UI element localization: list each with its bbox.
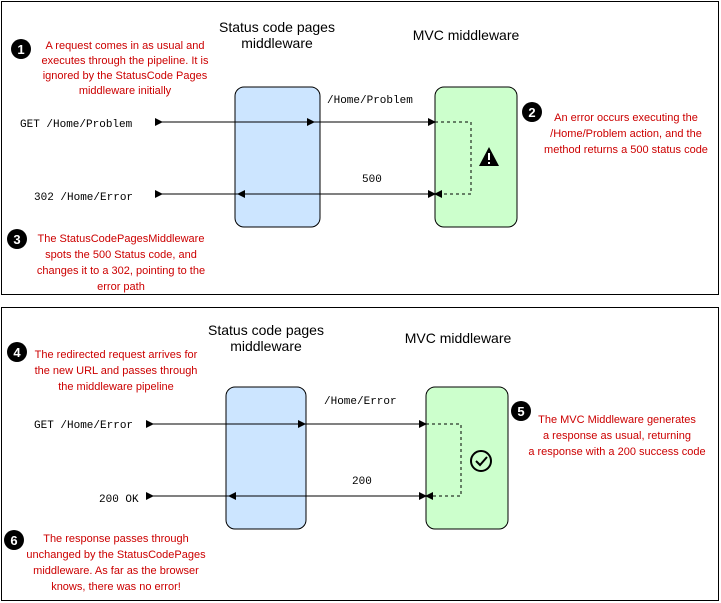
note-3: The StatusCodePagesMiddleware spots the … [37,233,205,293]
panel-2-diagram: Status code pages middleware MVC middlew… [4,322,706,593]
status-middleware-box [225,386,307,530]
step-badge-2-number: 2 [528,105,535,120]
svg-text:the new URL and passes through: the new URL and passes through [35,365,198,377]
svg-text:/Home/Problem action, and the: /Home/Problem action, and the [550,128,702,140]
svg-text:An error occurs executing the: An error occurs executing the [554,112,698,124]
svg-text:method returns a 500 status co: method returns a 500 status code [544,144,708,156]
check-circle-icon [470,450,492,472]
response-path-label: 200 OK [99,494,139,506]
panel-redirected-request: Status code pages middleware MVC middlew… [1,307,719,601]
svg-text:a response with a 200 success: a response with a 200 success code [528,446,705,458]
svg-text:changes it to a 302, pointing: changes it to a 302, pointing to the [37,265,205,277]
svg-text:error path: error path [97,281,145,293]
step-badge-5-number: 5 [517,404,524,419]
step-badge-6 [4,530,24,550]
svg-text:The MVC Middleware generates: The MVC Middleware generates [538,414,696,426]
svg-text:the middleware pipeline: the middleware pipeline [58,381,174,393]
svg-text:executes through the pipeline.: executes through the pipeline. It is [42,55,209,67]
svg-text:The redirected request arrives: The redirected request arrives for [35,349,198,361]
step-badge-4 [7,342,27,362]
svg-text:a response as usual, returning: a response as usual, returning [543,430,691,442]
request-path-label: GET /Home/Problem [20,119,133,131]
step-badge-4-number: 4 [13,345,21,360]
status-middleware-box [234,86,321,228]
request-path-label: GET /Home/Error [34,420,133,432]
warning-icon [479,147,499,166]
svg-text:middleware. As far as the brow: middleware. As far as the browser [33,565,199,577]
svg-text:The StatusCodePagesMiddleware: The StatusCodePagesMiddleware [38,233,205,245]
step-badge-6-number: 6 [10,533,17,548]
step-badge-2 [522,102,542,122]
status-middleware-title-line1: Status code pages [219,19,335,35]
status-middleware-title-line2: middleware [230,338,302,354]
forward-path-label: /Home/Error [324,396,397,408]
note-4: The redirected request arrives for the n… [35,349,198,393]
step-badge-3-number: 3 [13,232,20,247]
svg-text:A request comes in as usual an: A request comes in as usual and [46,40,205,52]
svg-text:spots the 500 Status code, and: spots the 500 Status code, and [45,249,197,261]
returned-status-label: 200 [352,476,372,488]
panel-1-diagram: Status code pages middleware MVC middlew… [7,19,708,293]
step-badge-3 [7,229,27,249]
svg-text:ignored by the StatusCode Page: ignored by the StatusCode Pages [43,70,208,82]
mvc-middleware-title: MVC middleware [405,330,512,346]
svg-text:knows, there was no error!: knows, there was no error! [51,581,181,593]
note-5: The MVC Middleware generates a response … [528,414,705,458]
mvc-middleware-title: MVC middleware [413,27,520,43]
mvc-middleware-box [425,386,509,530]
panel-error-request: Status code pages middleware MVC middlew… [1,1,719,295]
note-1: A request comes in as usual and executes… [42,40,209,97]
svg-text:unchanged by the StatusCodePag: unchanged by the StatusCodePages [26,549,206,561]
svg-text:middleware initially: middleware initially [79,85,172,97]
step-badge-1-number: 1 [17,42,24,57]
note-6: The response passes through unchanged by… [26,533,206,593]
mvc-processing-loop [434,121,472,198]
step-badge-1 [11,39,31,59]
svg-text:The response passes through: The response passes through [43,533,189,545]
note-2: An error occurs executing the /Home/Prob… [544,112,708,156]
step-badge-5 [511,401,531,421]
response-path-label: 302 /Home/Error [34,192,133,204]
forward-path-label: /Home/Problem [327,95,413,107]
mvc-middleware-box [434,86,518,228]
returned-status-label: 500 [362,174,382,186]
status-middleware-title-line1: Status code pages [208,322,324,338]
status-middleware-title-line2: middleware [241,35,313,51]
